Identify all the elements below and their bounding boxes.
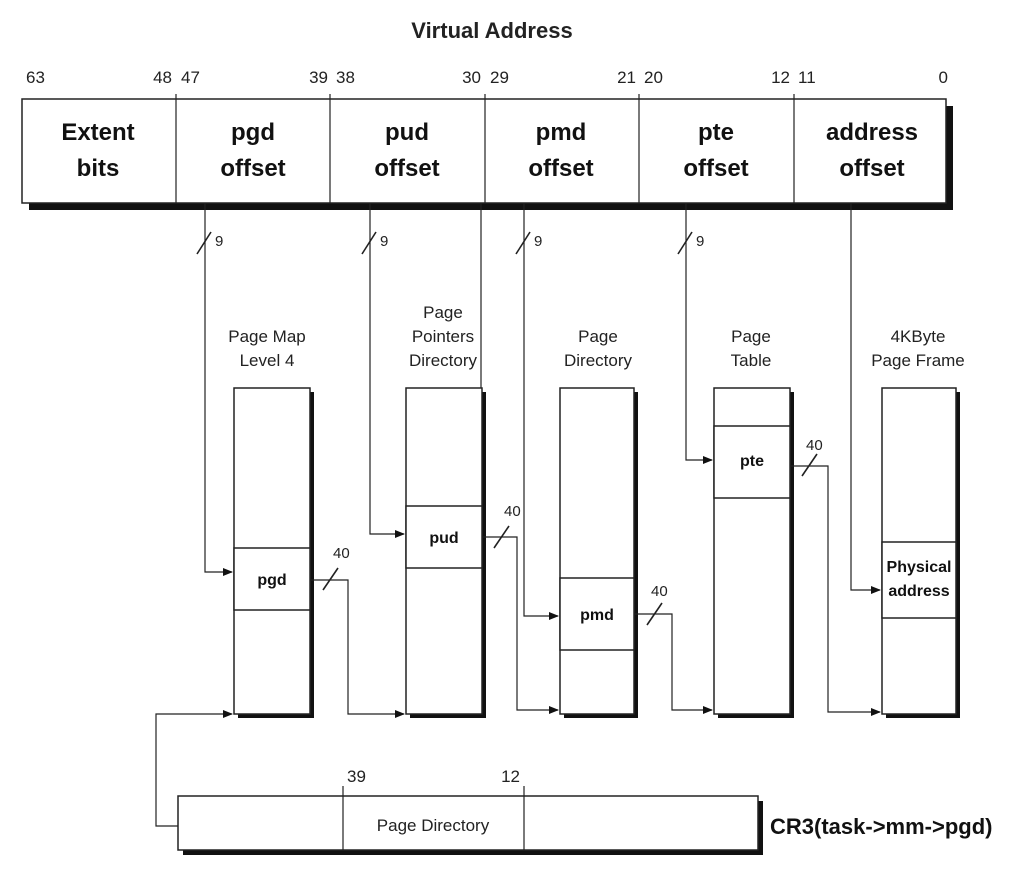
field-extent-bits-line1: Extent bbox=[61, 119, 134, 146]
pgd-index-width: 9 bbox=[215, 233, 223, 250]
field-pmd-offset-line2: offset bbox=[528, 155, 593, 182]
offset-index-arrow bbox=[850, 203, 881, 594]
pmd-table-heading-line1: Page bbox=[578, 327, 618, 346]
bit-label-12: 12 bbox=[771, 68, 790, 87]
bit-label-0: 0 bbox=[939, 68, 948, 87]
pte-entry-width: 40 bbox=[806, 437, 823, 454]
pml4-heading-line1: Page Map bbox=[228, 327, 306, 346]
pte-table-heading-line1: Page bbox=[731, 327, 771, 346]
pmd-entry-width: 40 bbox=[651, 583, 668, 600]
pml4-heading-line2: Level 4 bbox=[240, 351, 295, 370]
cr3-box bbox=[177, 795, 759, 851]
pud-table-heading-line2: Pointers bbox=[412, 327, 474, 346]
pmd-table-heading-line2: Directory bbox=[564, 351, 633, 370]
pud-index-width: 9 bbox=[380, 233, 388, 250]
pmd-to-pte-arrow bbox=[634, 613, 713, 714]
table-headings: Page Map Level 4 Page Pointers Directory… bbox=[228, 303, 965, 370]
cr3-register: 39 12 Page Directory CR3(task->mm->pgd) bbox=[177, 767, 992, 855]
pud-index-arrow bbox=[369, 203, 405, 538]
bit-label-20: 20 bbox=[644, 68, 663, 87]
field-extent-bits-line2: bits bbox=[77, 155, 120, 182]
cr3-bit-low: 12 bbox=[501, 767, 520, 786]
pud-table-heading-line1: Page bbox=[423, 303, 463, 322]
physical-address-box bbox=[881, 541, 957, 619]
bit-label-47: 47 bbox=[181, 68, 200, 87]
pte-index-arrow bbox=[685, 203, 713, 464]
pgd-entry-width: 40 bbox=[333, 545, 350, 562]
field-pmd-offset-line1: pmd bbox=[536, 119, 587, 146]
page-frame-heading-line1: 4KByte bbox=[891, 327, 946, 346]
bit-position-labels: 63 48 47 39 38 30 29 21 20 12 11 0 bbox=[26, 68, 948, 87]
pgd-to-pud-arrow bbox=[310, 579, 405, 718]
pmd-entry-label: pmd bbox=[580, 607, 614, 624]
cr3-field-label: Page Directory bbox=[377, 816, 490, 835]
field-pte-offset-line1: pte bbox=[698, 119, 734, 146]
index-width-marks: 9 9 9 9 bbox=[196, 231, 704, 255]
pmd-table bbox=[559, 387, 635, 715]
pud-entry-label: pud bbox=[429, 530, 458, 547]
cr3-label: CR3(task->mm->pgd) bbox=[770, 814, 992, 839]
bit-label-38: 38 bbox=[336, 68, 355, 87]
bit-label-48: 48 bbox=[153, 68, 172, 87]
field-address-offset-line2: offset bbox=[839, 155, 904, 182]
pgd-index-arrow bbox=[204, 203, 233, 576]
field-pte-offset-line2: offset bbox=[683, 155, 748, 182]
page-frame-heading-line2: Page Frame bbox=[871, 351, 965, 370]
physical-address-line2: address bbox=[888, 583, 949, 600]
table-entries: pgd pud pmd pte Physical address bbox=[233, 425, 957, 651]
bit-label-30: 30 bbox=[462, 68, 481, 87]
pte-table-heading-line2: Table bbox=[731, 351, 772, 370]
diagram-title: Virtual Address bbox=[411, 18, 572, 43]
pte-index-width: 9 bbox=[696, 233, 704, 250]
bit-label-21: 21 bbox=[617, 68, 636, 87]
index-arrows bbox=[204, 203, 881, 620]
field-pgd-offset-line2: offset bbox=[220, 155, 285, 182]
field-pud-offset-line2: offset bbox=[374, 155, 439, 182]
physical-address-line1: Physical bbox=[887, 559, 952, 576]
virtual-address-register: Extent bits pgd offset pud offset pmd of… bbox=[21, 94, 953, 210]
pmd-index-arrow bbox=[523, 203, 559, 620]
register-box bbox=[21, 98, 947, 204]
pud-entry-width: 40 bbox=[504, 503, 521, 520]
cr3-bit-high: 39 bbox=[347, 767, 366, 786]
pmd-entry-box bbox=[559, 577, 635, 651]
field-pgd-offset-line1: pgd bbox=[231, 119, 275, 146]
pmd-index-width: 9 bbox=[534, 233, 542, 250]
pgd-entry-label: pgd bbox=[257, 572, 286, 589]
pud-table-heading-line3: Directory bbox=[409, 351, 478, 370]
bit-label-39: 39 bbox=[309, 68, 328, 87]
field-pud-offset-line1: pud bbox=[385, 119, 429, 146]
pte-to-frame-arrow bbox=[790, 465, 881, 716]
pud-to-pmd-arrow bbox=[482, 536, 559, 714]
entry-width-marks: 40 40 40 40 bbox=[322, 437, 823, 626]
pud-entry-box bbox=[405, 505, 483, 569]
pgd-entry-box bbox=[233, 547, 311, 611]
field-address-offset-line1: address bbox=[826, 119, 918, 146]
bit-label-11: 11 bbox=[798, 68, 816, 87]
bit-label-63: 63 bbox=[26, 68, 45, 87]
pte-entry-label: pte bbox=[740, 453, 764, 470]
cr3-to-pml4-arrow bbox=[155, 710, 233, 827]
pte-entry-box bbox=[713, 425, 791, 499]
bit-label-29: 29 bbox=[490, 68, 509, 87]
